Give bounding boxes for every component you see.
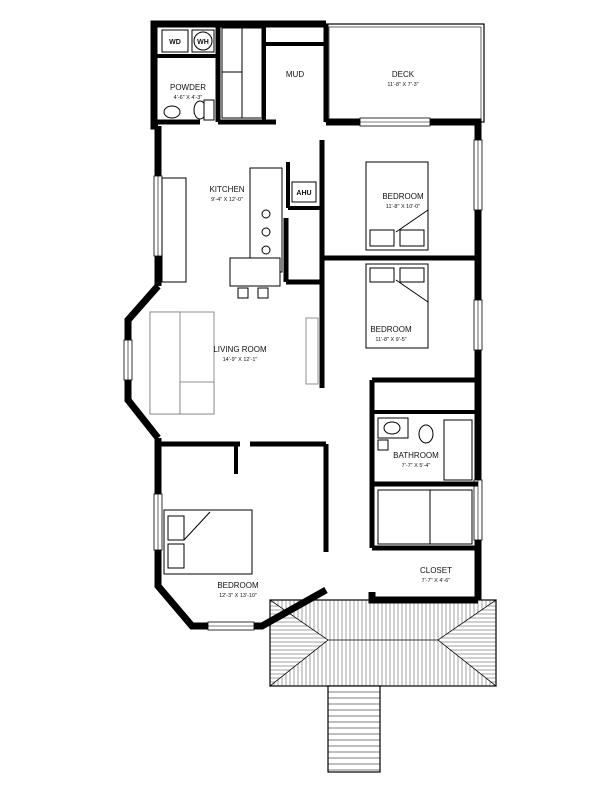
interior-walls	[154, 24, 478, 552]
room-name-living-room: LIVING ROOM	[213, 345, 267, 354]
room-dims-powder: 4'-6" X 4'-3"	[174, 95, 203, 101]
room-dims-bedroom-2: 11'-8" X 9'-5"	[375, 337, 406, 343]
water-heater-label: WH	[197, 39, 209, 46]
front-stairs	[327, 685, 381, 773]
windows	[123, 117, 483, 631]
room-name-powder: POWDER	[170, 83, 206, 92]
room-name-closet: CLOSET	[420, 566, 452, 575]
room-dims-bedroom-1: 11'-8" X 10'-0"	[386, 204, 420, 210]
room-dims-bathroom: 7'-7" X 5'-4"	[402, 463, 431, 469]
room-name-deck: DECK	[392, 70, 415, 79]
room-name-bathroom: BATHROOM	[393, 451, 439, 460]
fixtures: WD WH AHU	[149, 27, 473, 575]
room-name-bedroom-1: BEDROOM	[382, 192, 424, 201]
room-name-bedroom-3: BEDROOM	[217, 581, 259, 590]
room-dims-kitchen: 9'-4" X 12'-0"	[211, 197, 243, 203]
room-name-bedroom-2: BEDROOM	[370, 325, 412, 334]
front-porch	[269, 599, 497, 687]
room-dims-deck: 11'-8" X 7'-3"	[387, 82, 418, 88]
room-dims-closet: 7'-7" X 4'-6"	[422, 578, 451, 584]
washer-dryer-label: WD	[169, 39, 181, 46]
room-name-kitchen: KITCHEN	[209, 185, 244, 194]
room-dims-living-room: 14'-9" X 12'-1"	[223, 357, 258, 363]
room-labels: DECK 11'-8" X 7'-3" POWDER 4'-6" X 4'-3"…	[170, 70, 452, 599]
room-name-mud: MUD	[286, 70, 304, 79]
deck	[325, 23, 485, 123]
air-handler-label: AHU	[296, 190, 311, 197]
room-dims-bedroom-3: 12'-3" X 13'-10"	[219, 593, 257, 599]
